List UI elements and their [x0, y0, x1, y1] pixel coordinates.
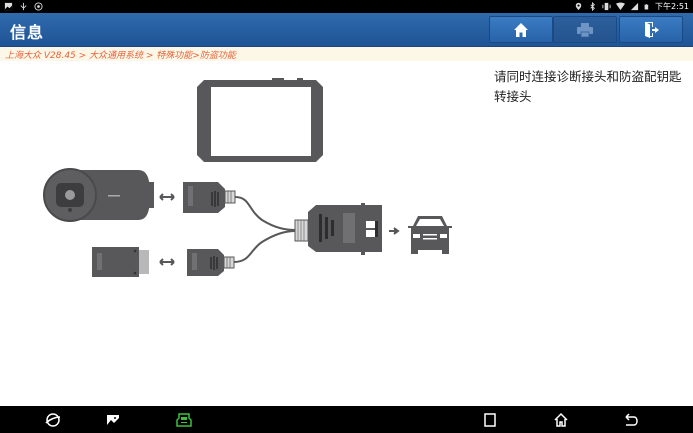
y-cable [233, 196, 297, 263]
content-area: 请同时连接诊断接头和防盗配钥匙转接头 [0, 61, 693, 406]
connection-diagram [43, 78, 452, 277]
navigation-bar [0, 406, 693, 433]
usb-icon [20, 2, 27, 11]
obd-connector-top [183, 182, 236, 213]
clock: 下午2:51 [655, 2, 689, 11]
key-programmer-illustration [43, 168, 154, 222]
exit-icon [645, 21, 659, 38]
obd-main-connector [294, 203, 382, 255]
vci-icon[interactable] [175, 411, 193, 429]
exit-button[interactable] [619, 16, 683, 43]
obd-connector-bottom [187, 249, 235, 276]
home-icon [514, 22, 528, 37]
arrow-to-car [389, 227, 400, 235]
gallery-icon[interactable] [104, 411, 122, 429]
breadcrumb-text: 上海大众 V28.45 > 大众通用系统 > 特殊功能>防盗功能 [5, 51, 236, 61]
page-title: 信息 [10, 23, 45, 42]
bluetooth-icon [590, 2, 595, 11]
recent-apps-icon[interactable] [481, 411, 499, 429]
wifi-icon [616, 2, 626, 11]
location-icon [575, 2, 582, 11]
back-icon[interactable] [622, 411, 640, 429]
tablet-illustration [197, 78, 323, 162]
double-arrow-top [159, 193, 175, 201]
signal-icon [630, 2, 639, 11]
instruction-text: 请同时连接诊断接头和防盗配钥匙转接头 [494, 69, 682, 104]
image-notification-icon [4, 2, 13, 11]
car-illustration [408, 216, 452, 254]
breadcrumb: 上海大众 V28.45 > 大众通用系统 > 特殊功能>防盗功能 [0, 47, 693, 61]
home-icon[interactable] [552, 411, 570, 429]
battery-icon [644, 4, 649, 10]
vibrate-icon [602, 2, 611, 11]
status-bar: 下午2:51 [0, 0, 693, 13]
settings-notification-icon [34, 2, 43, 11]
browser-icon[interactable] [44, 411, 62, 429]
print-button[interactable] [553, 16, 617, 43]
home-button[interactable] [489, 16, 553, 43]
header: 信息 [0, 13, 693, 47]
double-arrow-bottom [159, 258, 175, 266]
adapter-module-illustration [92, 247, 149, 277]
printer-icon [577, 22, 593, 37]
